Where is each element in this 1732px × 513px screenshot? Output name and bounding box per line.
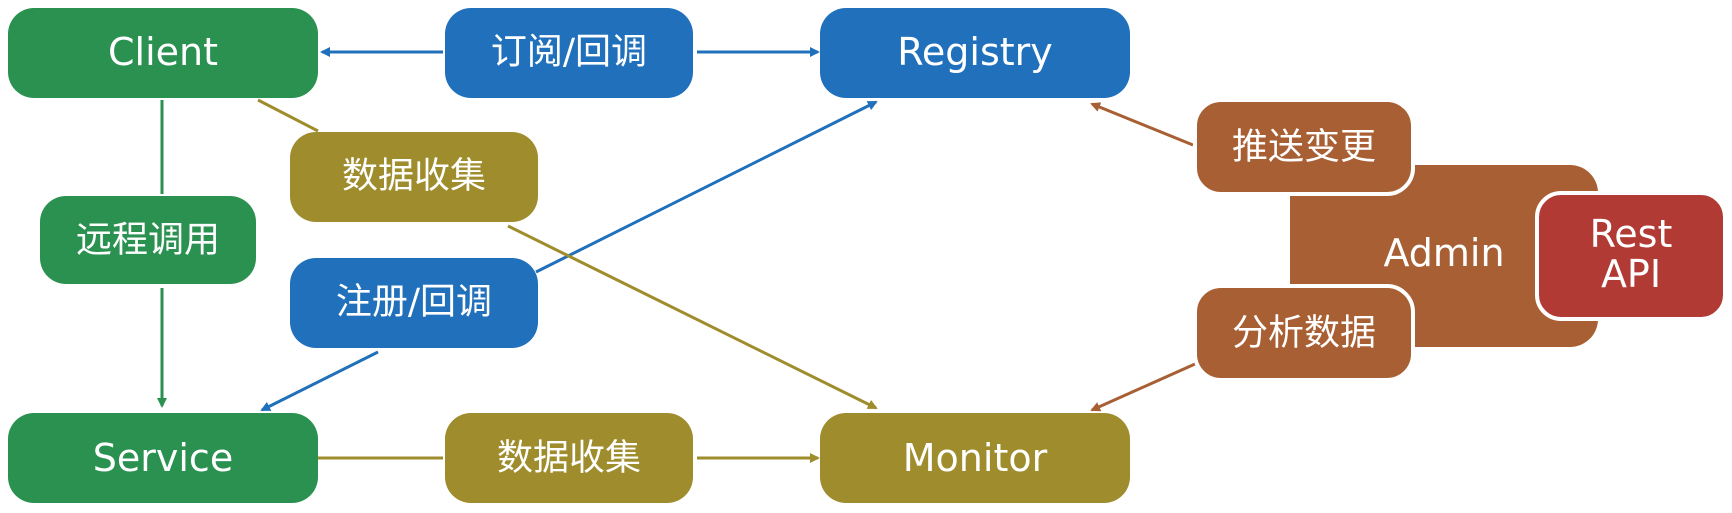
push-change-text: 推送变更 bbox=[1232, 127, 1376, 168]
register-callback-label: 注册/回调 bbox=[290, 258, 538, 348]
data-collect-service-label: 数据收集 bbox=[445, 413, 693, 503]
analyze-data-box bbox=[1193, 284, 1415, 382]
data-collect-service-text: 数据收集 bbox=[497, 438, 641, 479]
analyze-data-arrow bbox=[1090, 362, 1196, 412]
remote-call-box bbox=[40, 196, 256, 284]
registry-label: Registry bbox=[897, 30, 1053, 74]
data-collect-client-box bbox=[290, 132, 538, 222]
push-change-label: 推送变更 bbox=[1193, 98, 1415, 196]
data-collect-service-box bbox=[445, 413, 693, 503]
client-box bbox=[8, 8, 318, 98]
remote-call-text: 远程调用 bbox=[76, 220, 220, 261]
rest-api-label-line1: Rest bbox=[1590, 212, 1673, 256]
analyze-data-label: 分析数据 bbox=[1193, 284, 1415, 382]
service-label: Service bbox=[93, 436, 233, 480]
client-collect-line bbox=[257, 98, 319, 133]
registry-box bbox=[820, 8, 1130, 98]
data-collect-client-label: 数据收集 bbox=[290, 132, 538, 222]
data-collect-client-text: 数据收集 bbox=[342, 156, 486, 197]
remote-call-label: 远程调用 bbox=[40, 196, 256, 284]
analyze-data-text: 分析数据 bbox=[1232, 313, 1376, 354]
registry-node: Registry bbox=[820, 8, 1130, 98]
subscribe-callback-label: 订阅/回调 bbox=[445, 8, 693, 98]
register-callback-text: 注册/回调 bbox=[336, 282, 492, 323]
client-collect-arrow-to-monitor bbox=[507, 224, 878, 410]
rest-api-label-line2: API bbox=[1601, 252, 1661, 296]
monitor-node: Monitor bbox=[820, 413, 1130, 503]
push-change-arrow bbox=[1090, 102, 1194, 147]
monitor-box bbox=[820, 413, 1130, 503]
register-callback-box bbox=[290, 258, 538, 348]
rest-api-node: Rest API bbox=[1535, 191, 1727, 321]
subscribe-callback-text: 订阅/回调 bbox=[491, 32, 647, 73]
push-change-box bbox=[1193, 98, 1415, 196]
service-box bbox=[8, 413, 318, 503]
admin-label: Admin bbox=[1383, 231, 1504, 275]
subscribe-callback-box bbox=[445, 8, 693, 98]
client-node: Client bbox=[8, 8, 318, 98]
monitor-label: Monitor bbox=[903, 436, 1048, 480]
register-arrow-to-registry bbox=[535, 100, 878, 274]
client-label: Client bbox=[108, 30, 218, 74]
rest-api-box bbox=[1535, 191, 1727, 321]
register-arrow-to-service bbox=[260, 350, 379, 412]
service-node: Service bbox=[8, 413, 318, 503]
